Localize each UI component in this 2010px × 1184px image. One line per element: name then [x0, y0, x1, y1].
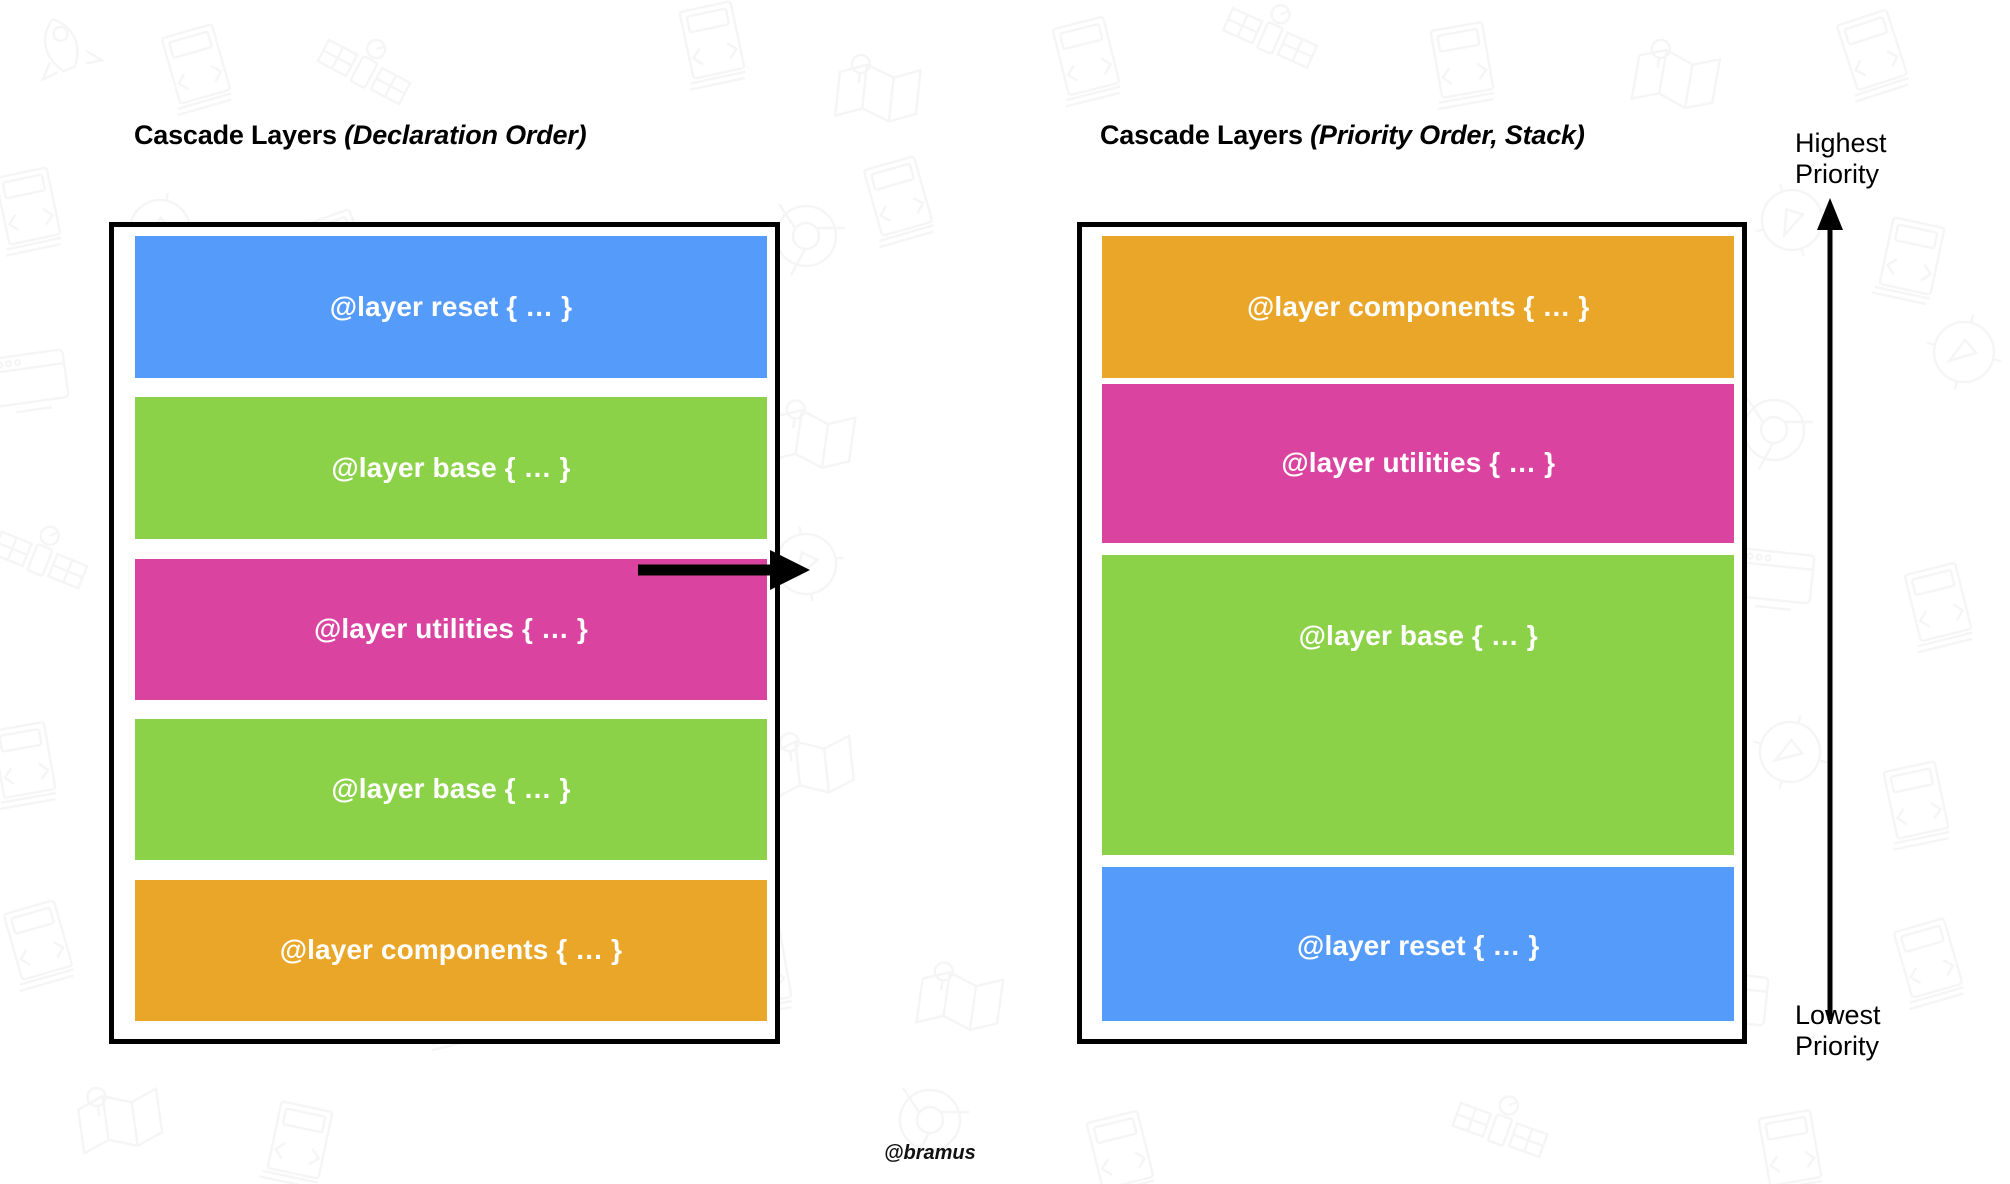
left-panel-title-main: Cascade Layers	[134, 120, 345, 150]
layer-bar-base-label: @layer base { … }	[331, 452, 571, 484]
layer-bar-components-label: @layer components { … }	[279, 934, 623, 966]
stack-bar-reset-label: @layer reset { … }	[1297, 930, 1540, 962]
highest-priority-label: Highest Priority	[1795, 128, 1887, 190]
layer-bar-base-second[interactable]: @layer base { … }	[135, 718, 767, 861]
stack-bar-utilities[interactable]: @layer utilities { … }	[1102, 384, 1735, 544]
layer-bar-components[interactable]: @layer components { … }	[135, 879, 767, 1022]
stack-bar-reset[interactable]: @layer reset { … }	[1102, 866, 1735, 1022]
stack-bar-components-label: @layer components { … }	[1247, 290, 1590, 322]
layer-bar-reset[interactable]: @layer reset { … }	[135, 236, 767, 378]
transform-arrow-head	[770, 550, 810, 590]
right-panel-title-main: Cascade Layers	[1100, 120, 1311, 150]
right-panel-title-emphasis: (Priority Order, Stack)	[1310, 120, 1585, 150]
stack-bar-components[interactable]: @layer components { … }	[1102, 236, 1735, 378]
left-panel-title-emphasis: (Declaration Order)	[344, 120, 587, 150]
layer-bar-base-second-label: @layer base { … }	[331, 773, 571, 805]
priority-arrow-head	[1817, 198, 1843, 230]
stack-bar-base[interactable]: @layer base { … }	[1102, 554, 1735, 855]
layer-bar-base[interactable]: @layer base { … }	[135, 397, 767, 540]
stack-bar-utilities-label: @layer utilities { … }	[1281, 446, 1556, 478]
priority-direction-arrow	[1817, 198, 1843, 1020]
right-panel-title: Cascade Layers (Priority Order, Stack)	[1100, 120, 1585, 151]
stack-bar-base-label: @layer base { … }	[1298, 619, 1538, 651]
author-credit: @bramus	[884, 1142, 976, 1164]
declaration-order-box: @layer reset { … } @layer base { … } @la…	[109, 222, 781, 1044]
declaration-to-priority-arrow	[638, 550, 810, 590]
lowest-priority-label: Lowest Priority	[1795, 1000, 1881, 1062]
layer-bar-reset-label: @layer reset { … }	[329, 290, 573, 322]
priority-order-stack-box: @layer components { … } @layer utilities…	[1076, 222, 1748, 1044]
layer-bar-utilities-label: @layer utilities { … }	[314, 613, 588, 645]
left-panel-title: Cascade Layers (Declaration Order)	[134, 120, 587, 151]
